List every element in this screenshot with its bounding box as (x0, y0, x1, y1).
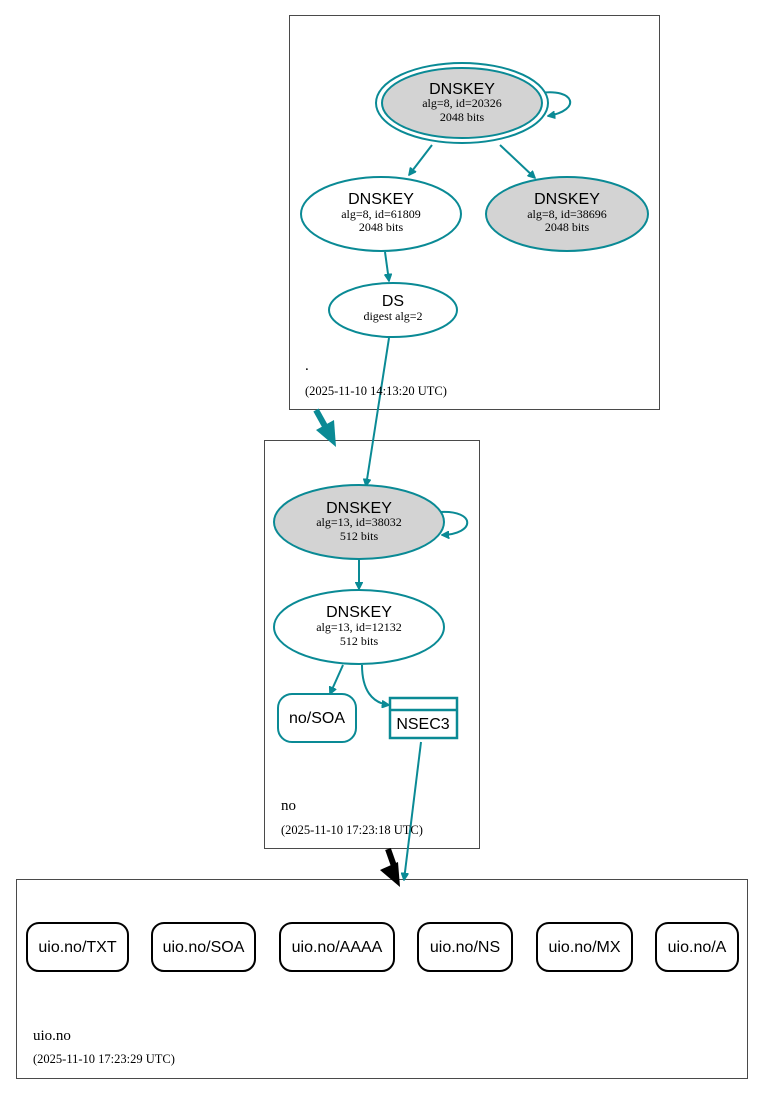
rr-uio-ns[interactable]: uio.no/NS (417, 922, 513, 972)
node-root-zsk2-type: DNSKEY (534, 191, 600, 208)
node-no-zsk[interactable]: DNSKEY alg=13, id=12132 512 bits (273, 589, 445, 665)
rr-no-soa-label: no/SOA (289, 710, 345, 727)
node-no-zsk-detail: alg=13, id=12132 (316, 620, 402, 634)
rr-uio-aaaa-label: uio.no/AAAA (292, 939, 383, 956)
rr-uio-mx-label: uio.no/MX (548, 939, 620, 956)
node-no-ksk-bits: 512 bits (340, 529, 379, 543)
rr-no-nsec3[interactable]: NSEC3 (388, 696, 459, 740)
node-root-ds-type: DS (382, 293, 404, 310)
rr-no-nsec3-label: NSEC3 (396, 716, 449, 733)
node-no-zsk-type: DNSKEY (326, 604, 392, 621)
node-root-ds-detail: digest alg=2 (363, 309, 422, 323)
zone-no-name: no (281, 798, 296, 814)
zone-root-timestamp: (2025-11-10 14:13:20 UTC) (305, 384, 447, 398)
edge-no-ksk-self (439, 510, 469, 535)
rr-uio-mx[interactable]: uio.no/MX (536, 922, 633, 972)
node-root-zsk2-detail: alg=8, id=38696 (527, 207, 607, 221)
edge-ksk-self (539, 91, 571, 116)
zone-uio-box (16, 879, 748, 1079)
edge-ksk-to-zsk2 (499, 144, 535, 178)
rr-uio-txt-label: uio.no/TXT (38, 939, 116, 956)
edge-no-zsk-to-nsec3 (361, 664, 389, 705)
rr-uio-soa[interactable]: uio.no/SOA (151, 922, 256, 972)
edge-ksk-to-zsk1 (409, 144, 433, 175)
edge-zsk1-to-ds (384, 251, 389, 281)
rr-uio-txt[interactable]: uio.no/TXT (26, 922, 129, 972)
zone-uio-timestamp: (2025-11-10 17:23:29 UTC) (33, 1052, 175, 1066)
rr-uio-ns-label: uio.no/NS (430, 939, 500, 956)
node-root-ksk-detail: alg=8, id=20326 (422, 96, 502, 110)
rr-uio-a[interactable]: uio.no/A (655, 922, 739, 972)
rr-uio-a-label: uio.no/A (668, 939, 727, 956)
node-no-zsk-bits: 512 bits (340, 634, 379, 648)
edge-no-zsk-to-soa (330, 664, 344, 694)
node-root-ksk-type: DNSKEY (429, 81, 495, 98)
node-root-zsk2-bits: 2048 bits (545, 220, 590, 234)
delegation-arrow-root-no (313, 408, 336, 447)
edge-ds-to-no-ksk (366, 337, 390, 486)
node-root-ksk-bits: 2048 bits (440, 110, 485, 124)
zone-root-name: . (305, 358, 309, 374)
zone-no-timestamp: (2025-11-10 17:23:18 UTC) (281, 823, 423, 837)
delegation-arrow-no-uio (380, 848, 400, 887)
node-root-zsk1-type: DNSKEY (348, 191, 414, 208)
node-root-ds[interactable]: DS digest alg=2 (328, 282, 458, 338)
node-no-ksk-detail: alg=13, id=38032 (316, 515, 402, 529)
node-root-zsk1[interactable]: DNSKEY alg=8, id=61809 2048 bits (300, 176, 462, 252)
edge-nsec3-to-uio (404, 741, 422, 880)
rr-uio-soa-label: uio.no/SOA (163, 939, 245, 956)
zone-uio-name: uio.no (33, 1028, 71, 1044)
rr-no-soa[interactable]: no/SOA (277, 693, 357, 743)
node-root-zsk1-detail: alg=8, id=61809 (341, 207, 421, 221)
node-root-ksk[interactable]: DNSKEY alg=8, id=20326 2048 bits (375, 62, 549, 144)
node-root-zsk1-bits: 2048 bits (359, 220, 404, 234)
node-root-zsk2[interactable]: DNSKEY alg=8, id=38696 2048 bits (485, 176, 649, 252)
node-no-ksk-type: DNSKEY (326, 500, 392, 517)
rr-uio-aaaa[interactable]: uio.no/AAAA (279, 922, 395, 972)
node-no-ksk[interactable]: DNSKEY alg=13, id=38032 512 bits (273, 484, 445, 560)
